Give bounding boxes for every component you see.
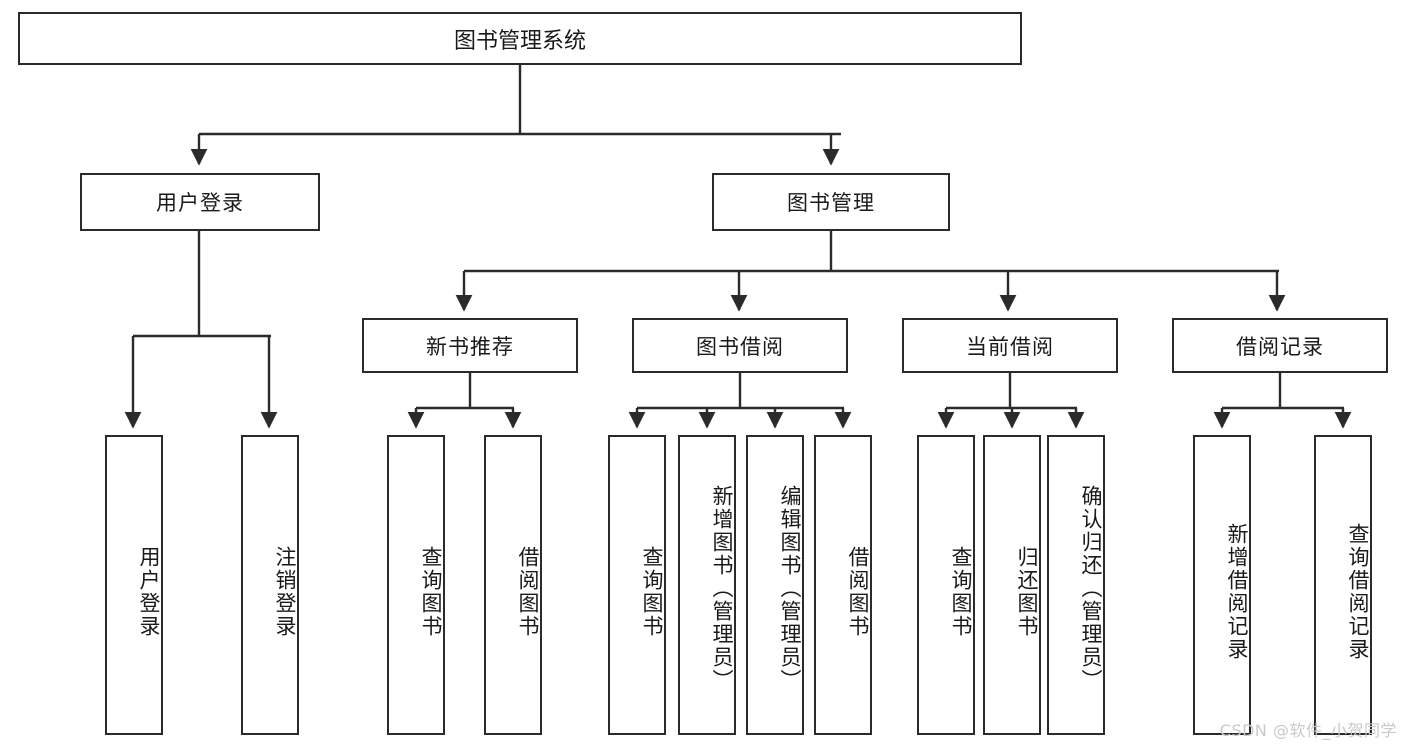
node-label: 注销登录: [273, 546, 297, 638]
leaf-user-login-login[interactable]: 用户登录: [105, 435, 163, 735]
node-current-borrow[interactable]: 当前借阅: [902, 318, 1118, 373]
leaf-user-login-logout[interactable]: 注销登录: [241, 435, 299, 735]
leaf-book-borrow-query[interactable]: 查询图书: [608, 435, 666, 735]
node-label: 查询借阅记录: [1346, 523, 1370, 661]
node-label: 归还图书: [1015, 546, 1039, 638]
node-label: 新增借阅记录: [1225, 523, 1249, 661]
node-borrow-record[interactable]: 借阅记录: [1172, 318, 1388, 373]
leaf-book-borrow-borrow[interactable]: 借阅图书: [814, 435, 872, 735]
leaf-book-borrow-edit-admin[interactable]: 编辑图书（管理员）: [746, 435, 804, 735]
node-user-login[interactable]: 用户登录: [80, 173, 320, 231]
node-root-book-management-system[interactable]: 图书管理系统: [18, 12, 1022, 65]
node-label: 图书借阅: [696, 334, 784, 359]
node-label: 用户登录: [137, 546, 161, 638]
node-book-borrow[interactable]: 图书借阅: [632, 318, 848, 373]
leaf-current-borrow-return[interactable]: 归还图书: [983, 435, 1041, 735]
leaf-current-borrow-query[interactable]: 查询图书: [917, 435, 975, 735]
node-label: 当前借阅: [966, 334, 1054, 359]
node-label: 查询图书: [949, 546, 973, 638]
node-label: 借阅图书: [516, 546, 540, 638]
node-label: 借阅记录: [1236, 334, 1324, 359]
leaf-book-borrow-add-admin[interactable]: 新增图书（管理员）: [678, 435, 736, 735]
leaf-new-book-query[interactable]: 查询图书: [387, 435, 445, 735]
node-label: 新增图书（管理员）: [710, 484, 734, 692]
node-label: 图书管理: [787, 191, 875, 215]
node-label: 查询图书: [419, 546, 443, 638]
leaf-current-borrow-confirm-admin[interactable]: 确认归还（管理员）: [1047, 435, 1105, 735]
leaf-borrow-record-query[interactable]: 查询借阅记录: [1314, 435, 1372, 735]
node-label: 查询图书: [640, 546, 664, 638]
node-label: 编辑图书（管理员）: [778, 484, 802, 692]
node-label: 新书推荐: [426, 334, 514, 359]
node-new-book-recommend[interactable]: 新书推荐: [362, 318, 578, 373]
node-label: 用户登录: [156, 191, 244, 215]
csdn-watermark: CSDN @软件_小贺同学: [1219, 721, 1397, 740]
node-label: 确认归还（管理员）: [1079, 484, 1103, 692]
leaf-borrow-record-add[interactable]: 新增借阅记录: [1193, 435, 1251, 735]
node-label: 借阅图书: [846, 546, 870, 638]
node-label: 图书管理系统: [453, 28, 586, 54]
leaf-new-book-borrow[interactable]: 借阅图书: [484, 435, 542, 735]
node-book-management[interactable]: 图书管理: [712, 173, 950, 231]
